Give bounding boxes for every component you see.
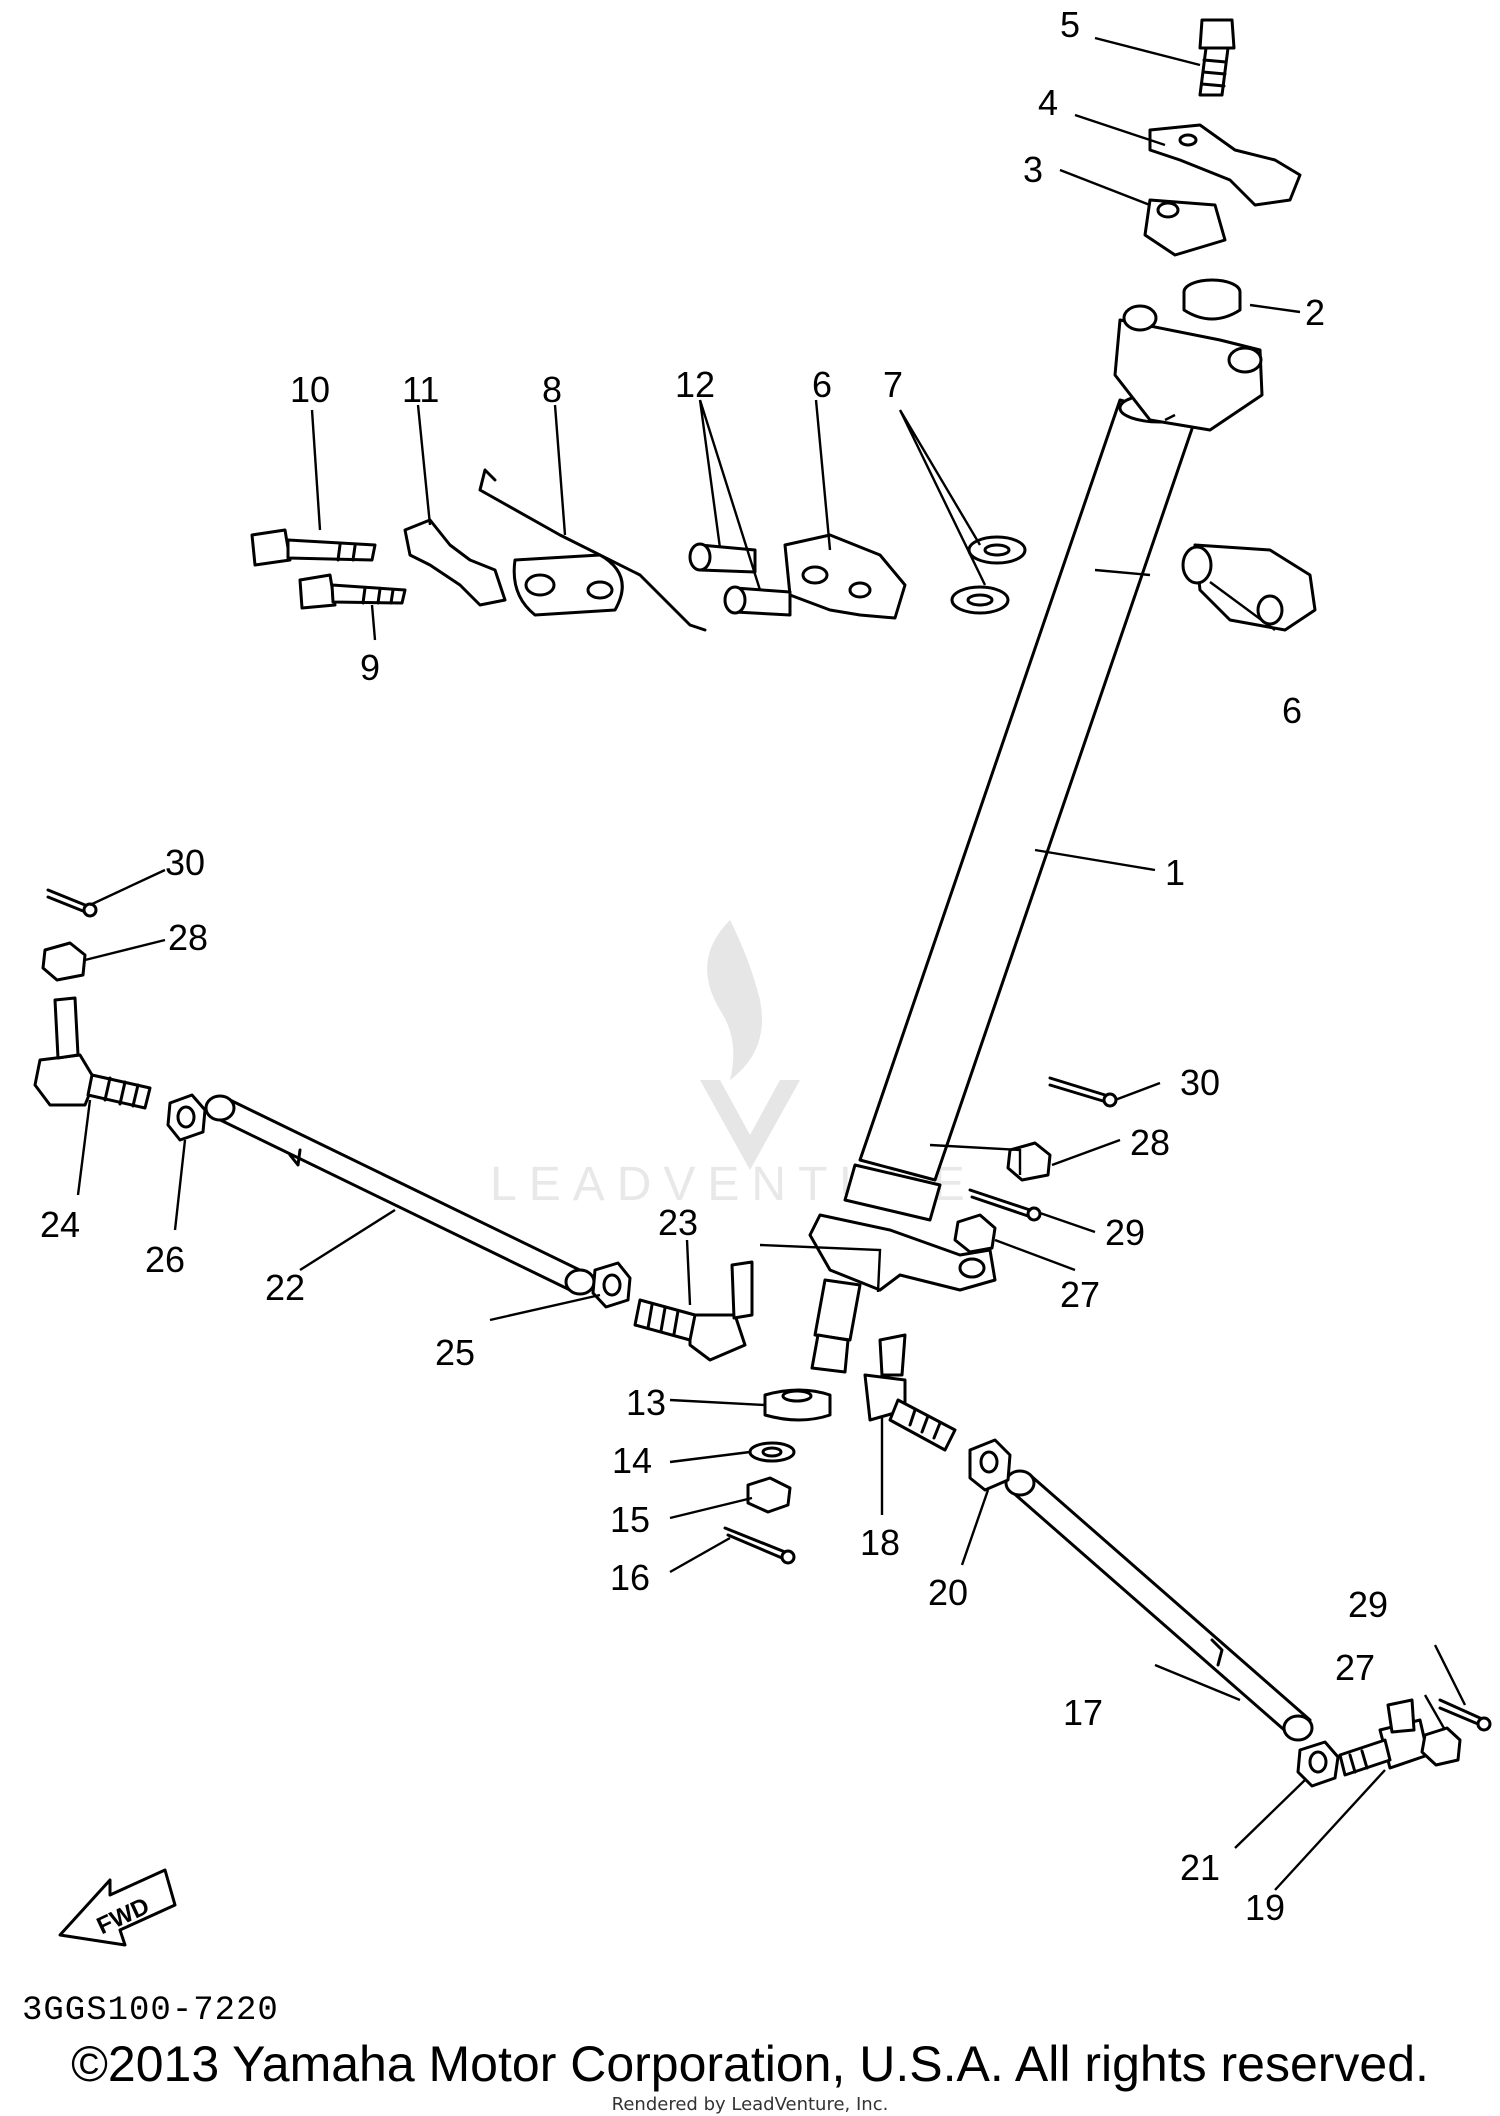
callout-16: 16 xyxy=(610,1557,650,1598)
callout-27-a: 27 xyxy=(1060,1274,1100,1315)
cap xyxy=(1182,278,1242,321)
callout-23: 23 xyxy=(658,1202,698,1243)
callout-9: 9 xyxy=(360,647,380,688)
upper-bushing xyxy=(1143,198,1227,257)
callout-7: 7 xyxy=(883,364,903,405)
washer-14 xyxy=(748,1441,796,1463)
leader-lines xyxy=(76,36,1467,1891)
spring-washers xyxy=(950,535,1027,615)
cotter-pin-30-a xyxy=(1048,1076,1118,1108)
callout-11: 11 xyxy=(402,369,439,410)
callout-8: 8 xyxy=(542,369,562,410)
callout-30-a: 30 xyxy=(1180,1062,1220,1103)
castle-nut-28-a xyxy=(1006,1141,1052,1182)
collar-13 xyxy=(763,1388,832,1422)
callout-1: 1 xyxy=(1165,852,1185,893)
lever-wire xyxy=(478,468,707,632)
bolt xyxy=(1198,18,1236,97)
callout-19: 19 xyxy=(1245,1887,1285,1928)
nut-20 xyxy=(968,1438,1012,1492)
callout-labels: 1 2 3 4 5 6 6 7 8 9 10 11 12 13 14 15 16… xyxy=(40,4,1388,1928)
callout-6-upper: 6 xyxy=(812,364,832,405)
callout-6-lower: 6 xyxy=(1282,690,1302,731)
nut-15 xyxy=(746,1476,792,1514)
nut-25 xyxy=(591,1261,632,1309)
callout-13: 13 xyxy=(626,1382,666,1423)
copyright-notice: ©2013 Yamaha Motor Corporation, U.S.A. A… xyxy=(71,2036,1429,2092)
callout-2: 2 xyxy=(1305,292,1325,333)
castle-nut-27-a xyxy=(953,1213,997,1254)
callout-12: 12 xyxy=(675,364,715,405)
callout-4: 4 xyxy=(1038,82,1058,123)
callout-10: 10 xyxy=(290,369,330,410)
callout-5: 5 xyxy=(1060,4,1080,45)
bolt-short xyxy=(298,573,407,610)
cotter-pin-29-a xyxy=(968,1188,1042,1222)
nut-26 xyxy=(166,1093,207,1142)
lower-bushing-left xyxy=(783,533,907,620)
callout-15: 15 xyxy=(610,1499,650,1540)
steering-shaft xyxy=(808,304,1264,1374)
bolt-long xyxy=(250,528,377,567)
cotter-pin-30-b xyxy=(46,888,98,918)
tie-rod-end-24 xyxy=(33,996,152,1110)
callout-14: 14 xyxy=(612,1440,652,1481)
callout-28-a: 28 xyxy=(1130,1122,1170,1163)
callout-29-b: 29 xyxy=(1348,1584,1388,1625)
callout-22: 22 xyxy=(265,1267,305,1308)
nut-21 xyxy=(1296,1740,1340,1788)
fwd-arrow-icon: FWD xyxy=(58,1868,177,1947)
callout-21: 21 xyxy=(1180,1847,1220,1888)
collars xyxy=(688,542,792,617)
callout-26: 26 xyxy=(145,1239,185,1280)
rendered-by-note: Rendered by LeadVenture, Inc. xyxy=(611,2094,889,2115)
tie-rod-right xyxy=(1004,1469,1314,1742)
callout-3: 3 xyxy=(1023,149,1043,190)
tie-rod-end-23 xyxy=(633,1260,754,1362)
castle-nut-27-b xyxy=(1420,1726,1462,1767)
cotter-pin-29-b xyxy=(1438,1698,1492,1732)
callout-28-b: 28 xyxy=(168,917,208,958)
tie-rod-end-18 xyxy=(863,1333,957,1452)
lock-plate xyxy=(1148,123,1302,207)
lower-bushing-right xyxy=(1181,543,1317,632)
callout-24: 24 xyxy=(40,1204,80,1245)
callout-18: 18 xyxy=(860,1522,900,1563)
tie-rod-left xyxy=(204,1094,596,1296)
castle-nut-28-b xyxy=(41,941,87,982)
locking-plate xyxy=(403,518,507,607)
callout-25: 25 xyxy=(435,1332,475,1373)
callout-27-b: 27 xyxy=(1335,1647,1375,1688)
diagram-code: 3GGS100-7220 xyxy=(22,1992,279,2030)
cotter-pin-16 xyxy=(723,1526,796,1565)
callout-20: 20 xyxy=(928,1572,968,1613)
callout-17: 17 xyxy=(1063,1692,1103,1733)
callout-30-b: 30 xyxy=(165,842,205,883)
callout-29-a: 29 xyxy=(1105,1212,1145,1253)
tie-rod-end-19 xyxy=(1338,1698,1430,1777)
